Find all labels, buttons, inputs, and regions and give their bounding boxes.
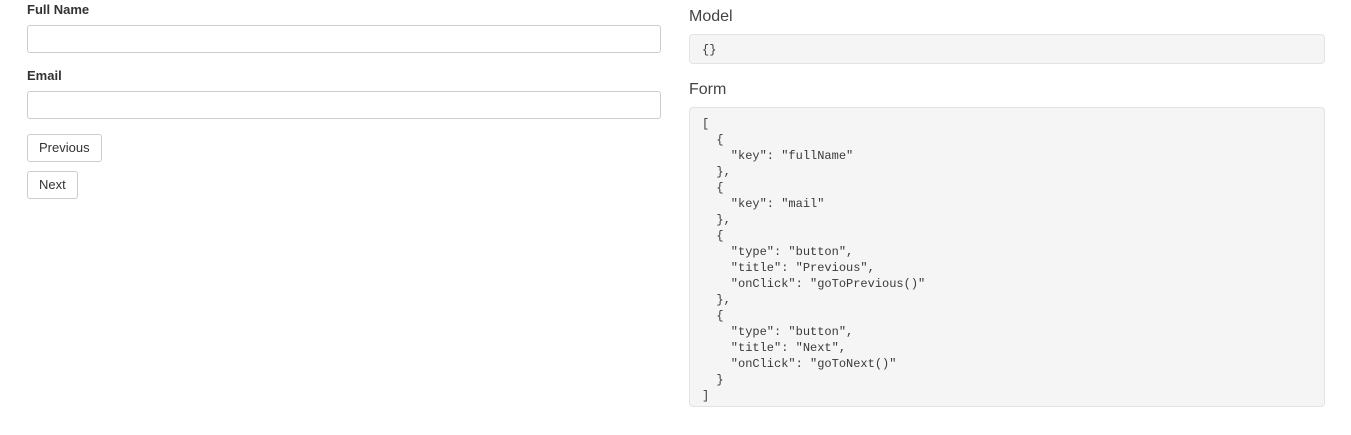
form-json-output: [ { "key": "fullName" }, { "key": "mail"…: [689, 107, 1325, 407]
model-pane-title: Model: [689, 8, 733, 25]
email-label: Email: [27, 68, 62, 83]
field-group-email: Email: [27, 66, 661, 119]
next-button[interactable]: Next: [27, 171, 78, 199]
debug-panel: Model {} Form [ { "key": "fullName" }, {…: [689, 0, 1325, 407]
next-button-row: Next: [27, 171, 661, 199]
fullname-input[interactable]: [27, 25, 661, 53]
fullname-label: Full Name: [27, 2, 90, 17]
field-group-fullname: Full Name: [27, 0, 661, 53]
model-json-output: {}: [689, 34, 1325, 64]
email-input[interactable]: [27, 91, 661, 119]
previous-button-row: Previous: [27, 134, 661, 162]
form-pane-title: Form: [689, 81, 727, 98]
previous-button[interactable]: Previous: [27, 134, 102, 162]
generated-form: Full Name Email Previous Next: [27, 0, 661, 199]
